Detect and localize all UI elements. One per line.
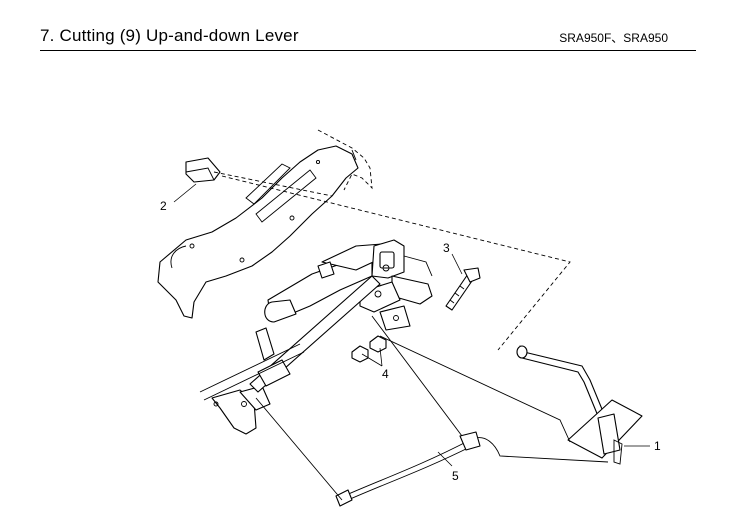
cover-plate (157, 129, 373, 319)
callout-2: 2 (160, 199, 167, 213)
callout-5: 5 (452, 469, 459, 483)
control-cable (255, 315, 609, 507)
page-header: 7. Cutting (9) Up-and-down Lever SRA950F… (40, 22, 696, 51)
callout-4: 4 (382, 367, 389, 381)
bolt (445, 267, 481, 311)
callout-3: 3 (443, 241, 450, 255)
model-numbers: SRA950F、SRA950 (559, 31, 668, 45)
lift-rod (199, 275, 381, 401)
leader-4 (361, 347, 383, 367)
leader-2 (173, 183, 197, 203)
leader-3 (451, 253, 463, 275)
side-bracket (211, 327, 275, 435)
reference-line (221, 175, 571, 351)
callout-1: 1 (654, 439, 661, 453)
frame-bracket (264, 239, 433, 331)
up-down-lever (379, 335, 643, 465)
page-title: 7. Cutting (9) Up-and-down Lever (40, 26, 299, 45)
leader-5 (437, 451, 453, 467)
handle-grip (185, 157, 333, 197)
